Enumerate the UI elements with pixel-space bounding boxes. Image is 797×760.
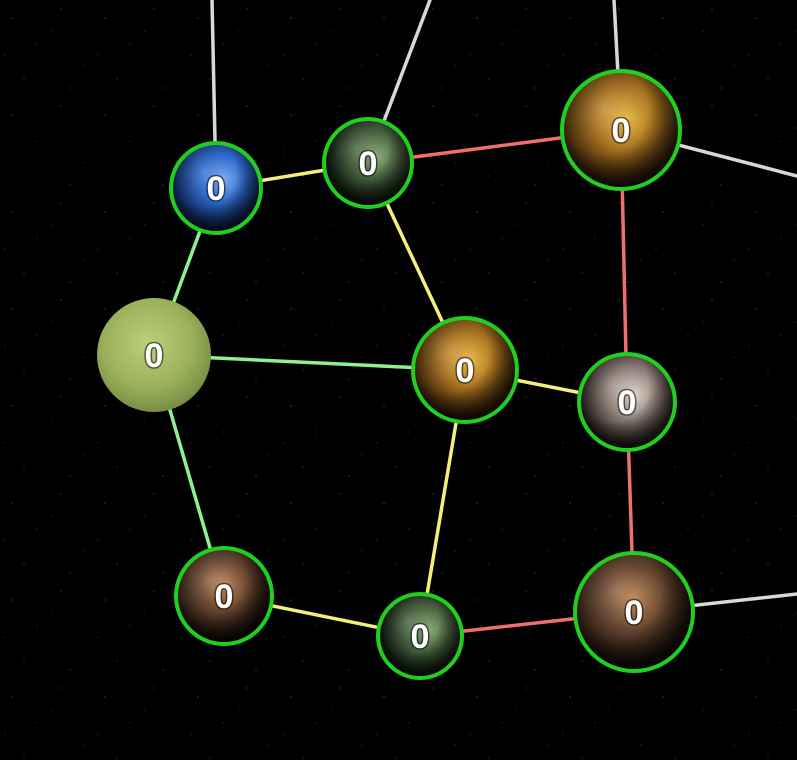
planet-count-label: 0	[625, 594, 644, 632]
planet-p4[interactable]: 0	[97, 298, 211, 412]
planet-count-label: 0	[215, 578, 234, 616]
planet-count-label: 0	[145, 337, 164, 375]
planet-shading	[564, 73, 678, 187]
planet-count-label: 0	[359, 145, 378, 183]
planet-p3[interactable]: 0	[560, 69, 682, 191]
planet-p2[interactable]: 0	[322, 117, 414, 209]
planet-surface	[97, 298, 211, 412]
planet-shading	[173, 145, 259, 231]
planet-shading	[581, 356, 673, 448]
planet-p8[interactable]: 0	[376, 592, 464, 680]
planet-shading	[178, 550, 270, 642]
planet-p9[interactable]: 0	[573, 551, 695, 673]
planet-shading	[415, 320, 515, 420]
planet-shading	[577, 555, 691, 669]
planet-count-label: 0	[612, 112, 631, 150]
planet-p1[interactable]: 0	[169, 141, 263, 235]
planet-count-label: 0	[456, 352, 475, 390]
planet-shading	[380, 596, 460, 676]
planet-count-label: 0	[411, 618, 430, 656]
planet-shading	[326, 121, 410, 205]
planet-p7[interactable]: 0	[174, 546, 274, 646]
planet-p5[interactable]: 0	[411, 316, 519, 424]
planet-count-label: 0	[618, 384, 637, 422]
planet-layer: 0 0 0 0 0 0 0 0 0	[97, 69, 695, 680]
planet-count-label: 0	[207, 170, 226, 208]
planet-p6[interactable]: 0	[577, 352, 677, 452]
